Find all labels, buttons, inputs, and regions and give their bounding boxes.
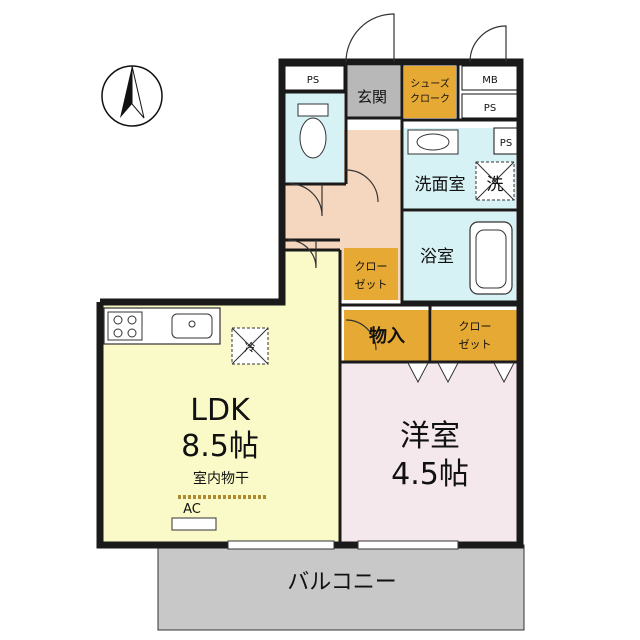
entrance-label: 玄関	[357, 88, 387, 106]
drying-label: 室内物干	[193, 470, 249, 487]
ps-box-right	[493, 127, 519, 155]
ac-unit	[171, 517, 217, 531]
shoe-closet	[404, 66, 456, 118]
western-room-label: 洋室	[400, 419, 460, 454]
toilet-fixture	[297, 103, 329, 159]
bathtub	[469, 221, 513, 295]
right-closet-label-1: クロー	[459, 320, 492, 333]
washer-space	[475, 161, 515, 201]
shoe-closet-label-1: シューズ	[410, 77, 450, 90]
shoe-closet-label-2: クローク	[410, 93, 450, 105]
balcony-label: バルコニー	[287, 570, 397, 595]
ps-top-left-label: PS	[307, 75, 319, 86]
washer-label: 洗	[487, 175, 504, 195]
ldk-label: LDK	[190, 393, 251, 428]
storage-closet	[344, 310, 430, 362]
ps-right-label: PS	[500, 138, 512, 149]
small-closet	[344, 248, 398, 300]
bath-label: 浴室	[420, 247, 454, 267]
wash-basin	[407, 129, 459, 155]
south-windows	[227, 540, 459, 550]
interior-walls	[282, 62, 520, 545]
ac-label: AC	[183, 502, 201, 517]
right-closet	[432, 310, 518, 362]
ps-box-top-right	[461, 93, 519, 119]
ldk-size-label: 8.5帖	[181, 429, 259, 464]
closet-door-marks	[407, 362, 515, 384]
kitchen-counter	[103, 307, 221, 345]
mb-box	[461, 65, 519, 91]
exterior-walls	[96, 58, 524, 549]
entrance-area	[346, 66, 402, 118]
small-closet-label-1: クロー	[355, 260, 388, 273]
mb-label: MB	[482, 75, 498, 86]
storage-label: 物入	[369, 325, 405, 347]
fridge-label: 冷	[245, 341, 256, 354]
door-swings	[287, 13, 507, 351]
balcony-area	[157, 544, 525, 631]
ps-top-right-label: PS	[484, 103, 496, 114]
washroom-label: 洗面室	[415, 175, 466, 195]
right-closet-label-2: ゼット	[459, 338, 492, 351]
western-room	[340, 362, 518, 545]
ps-box-top-left	[281, 65, 345, 91]
western-room-size-label: 4.5帖	[391, 457, 469, 492]
north-compass-icon	[101, 65, 163, 127]
fridge-space: 冷	[231, 327, 269, 365]
small-closet-label-2: ゼット	[355, 278, 388, 291]
